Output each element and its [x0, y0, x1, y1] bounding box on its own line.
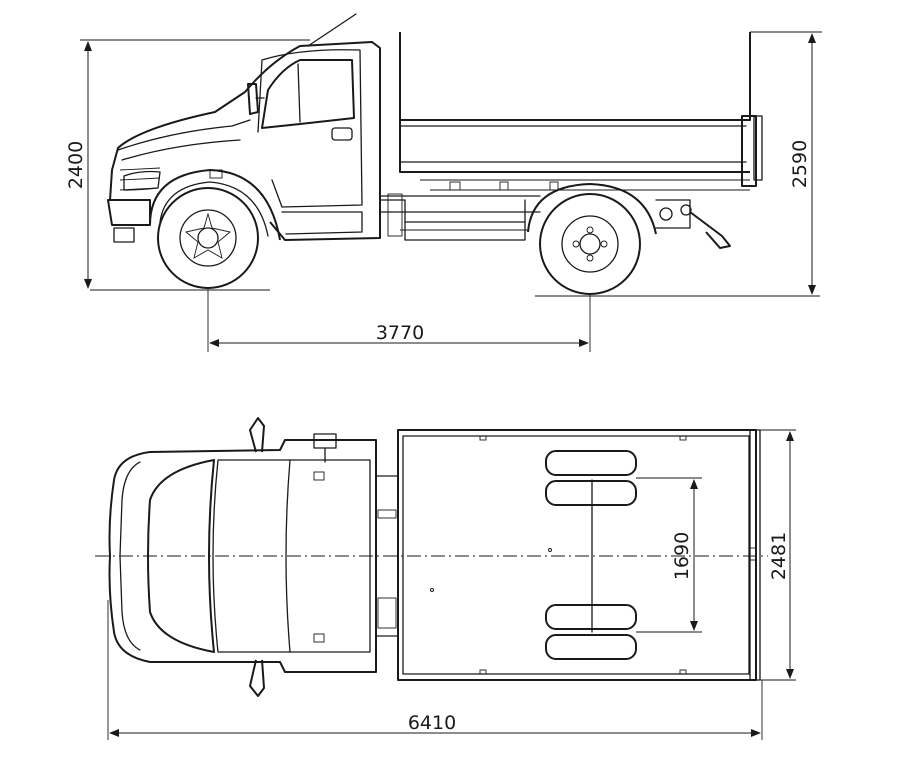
cab-roof	[212, 459, 371, 653]
top-view: 1690 2481 6410	[95, 417, 796, 740]
rear-wheel	[539, 193, 641, 295]
mirror-right	[249, 659, 265, 697]
body-height-label: 2590	[789, 140, 811, 188]
front-bumper	[107, 199, 151, 226]
cab-door	[257, 49, 363, 208]
wheelbase-label: 3770	[376, 322, 424, 344]
cargo-body-top	[397, 429, 761, 681]
overall-width-label: 2481	[768, 532, 790, 580]
cab-window	[261, 59, 355, 129]
cargo-body	[399, 32, 763, 187]
front-wheel	[157, 187, 259, 289]
overall-length-label: 6410	[408, 712, 456, 734]
windshield	[147, 459, 215, 653]
mirror-left	[249, 417, 265, 453]
side-mirror	[247, 83, 259, 115]
side-view: 3770 2400 2590	[65, 13, 822, 352]
rear-fender	[527, 183, 657, 235]
cab-top-outline	[108, 439, 377, 673]
chassis-frame	[379, 195, 541, 241]
rear-track-label: 1690	[671, 532, 693, 580]
rear-axle	[545, 450, 637, 660]
cab-height-label: 2400	[65, 141, 87, 189]
cab-outline	[109, 41, 381, 241]
